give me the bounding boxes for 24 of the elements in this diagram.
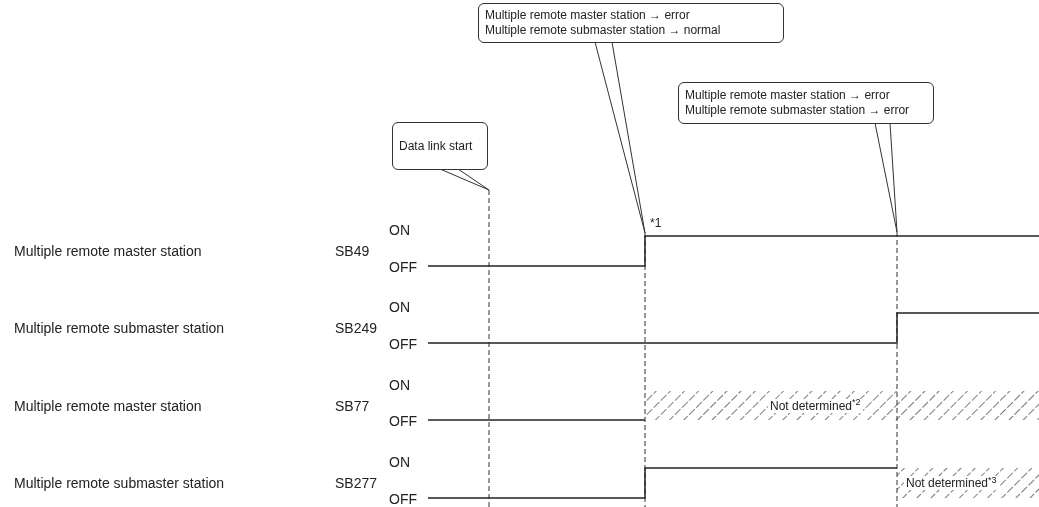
callout-box bbox=[478, 3, 784, 43]
state-label: OFF bbox=[389, 413, 417, 429]
state-label: ON bbox=[389, 377, 410, 393]
callout-text: Multiple remote master station → error bbox=[685, 88, 891, 103]
signal-name: Multiple remote master station bbox=[14, 397, 202, 414]
state-label: OFF bbox=[389, 491, 417, 507]
callout-text: Data link start bbox=[399, 138, 474, 154]
device-code: SB49 bbox=[335, 243, 370, 259]
device-code: SB77 bbox=[335, 397, 370, 414]
callout-text: Multiple remote master station → error bbox=[485, 8, 691, 23]
callout-text: Multiple remote submaster station → normal bbox=[485, 23, 722, 38]
signal-name: Multiple remote submaster station bbox=[14, 320, 225, 336]
signal-name: Multiple remote submaster station bbox=[14, 475, 225, 491]
device-code: SB277 bbox=[335, 475, 378, 491]
state-label: OFF bbox=[389, 259, 417, 275]
signal-name: Multiple remote master station bbox=[14, 243, 202, 259]
undetermined-label: Not determined$^{*3}$ bbox=[904, 476, 999, 490]
footnote-mark: *1 bbox=[650, 215, 662, 232]
state-label: ON bbox=[389, 222, 410, 238]
state-label: ON bbox=[389, 454, 410, 470]
callout-text: Multiple remote submaster station → error bbox=[685, 103, 911, 118]
state-label: ON bbox=[389, 299, 410, 315]
device-code: SB249 bbox=[335, 320, 378, 336]
state-label: OFF bbox=[389, 336, 417, 352]
